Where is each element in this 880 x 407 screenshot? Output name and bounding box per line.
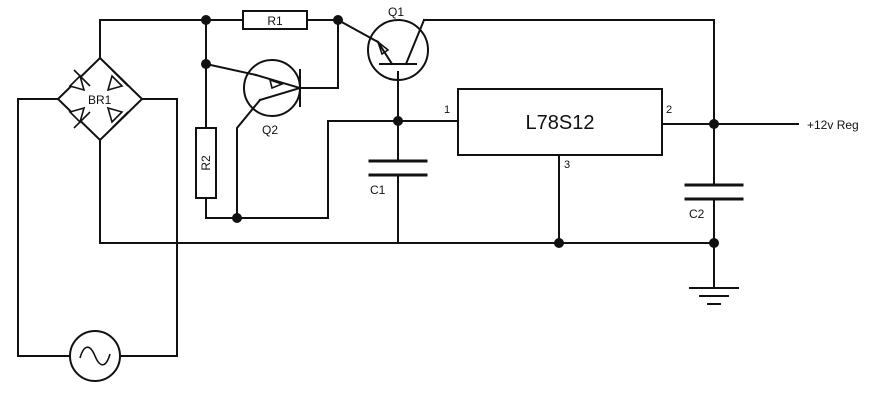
resistor-icon [242, 10, 308, 30]
capacitor-c1: C1 [368, 159, 428, 197]
pin3-label: 3 [564, 159, 570, 171]
diode-icon [68, 69, 129, 129]
transistor-q2: Q2 [243, 59, 302, 137]
bridge-rectifier: BR1 [56, 56, 144, 142]
q2-label: Q2 [262, 123, 278, 137]
capacitor-icon [368, 159, 428, 177]
transistor-icon [367, 19, 429, 81]
pin1-label: 1 [444, 104, 450, 116]
r1-label: R1 [267, 14, 283, 28]
transistor-q1: Q1 [367, 5, 429, 81]
capacitor-icon [684, 183, 744, 201]
resistor-icon [195, 127, 217, 199]
regulator-label: L78S12 [526, 112, 595, 134]
junctions [201, 15, 719, 248]
c1-label: C1 [370, 183, 386, 197]
resistor-r1: R1 [242, 10, 308, 30]
pin2-label: 2 [666, 104, 672, 116]
ac-source-icon [69, 330, 121, 382]
bridge-label: BR1 [88, 93, 112, 107]
wires [17, 18, 799, 357]
ground-icon [689, 287, 739, 305]
capacitor-c2: C2 [684, 183, 744, 221]
voltage-regulator: L78S12 1 2 3 [444, 88, 672, 171]
q1-label: Q1 [388, 5, 404, 19]
c2-label: C2 [689, 207, 705, 221]
resistor-r2: R2 [195, 127, 217, 199]
r2-label: R2 [199, 155, 213, 171]
output-label: +12v Reg [807, 118, 859, 132]
